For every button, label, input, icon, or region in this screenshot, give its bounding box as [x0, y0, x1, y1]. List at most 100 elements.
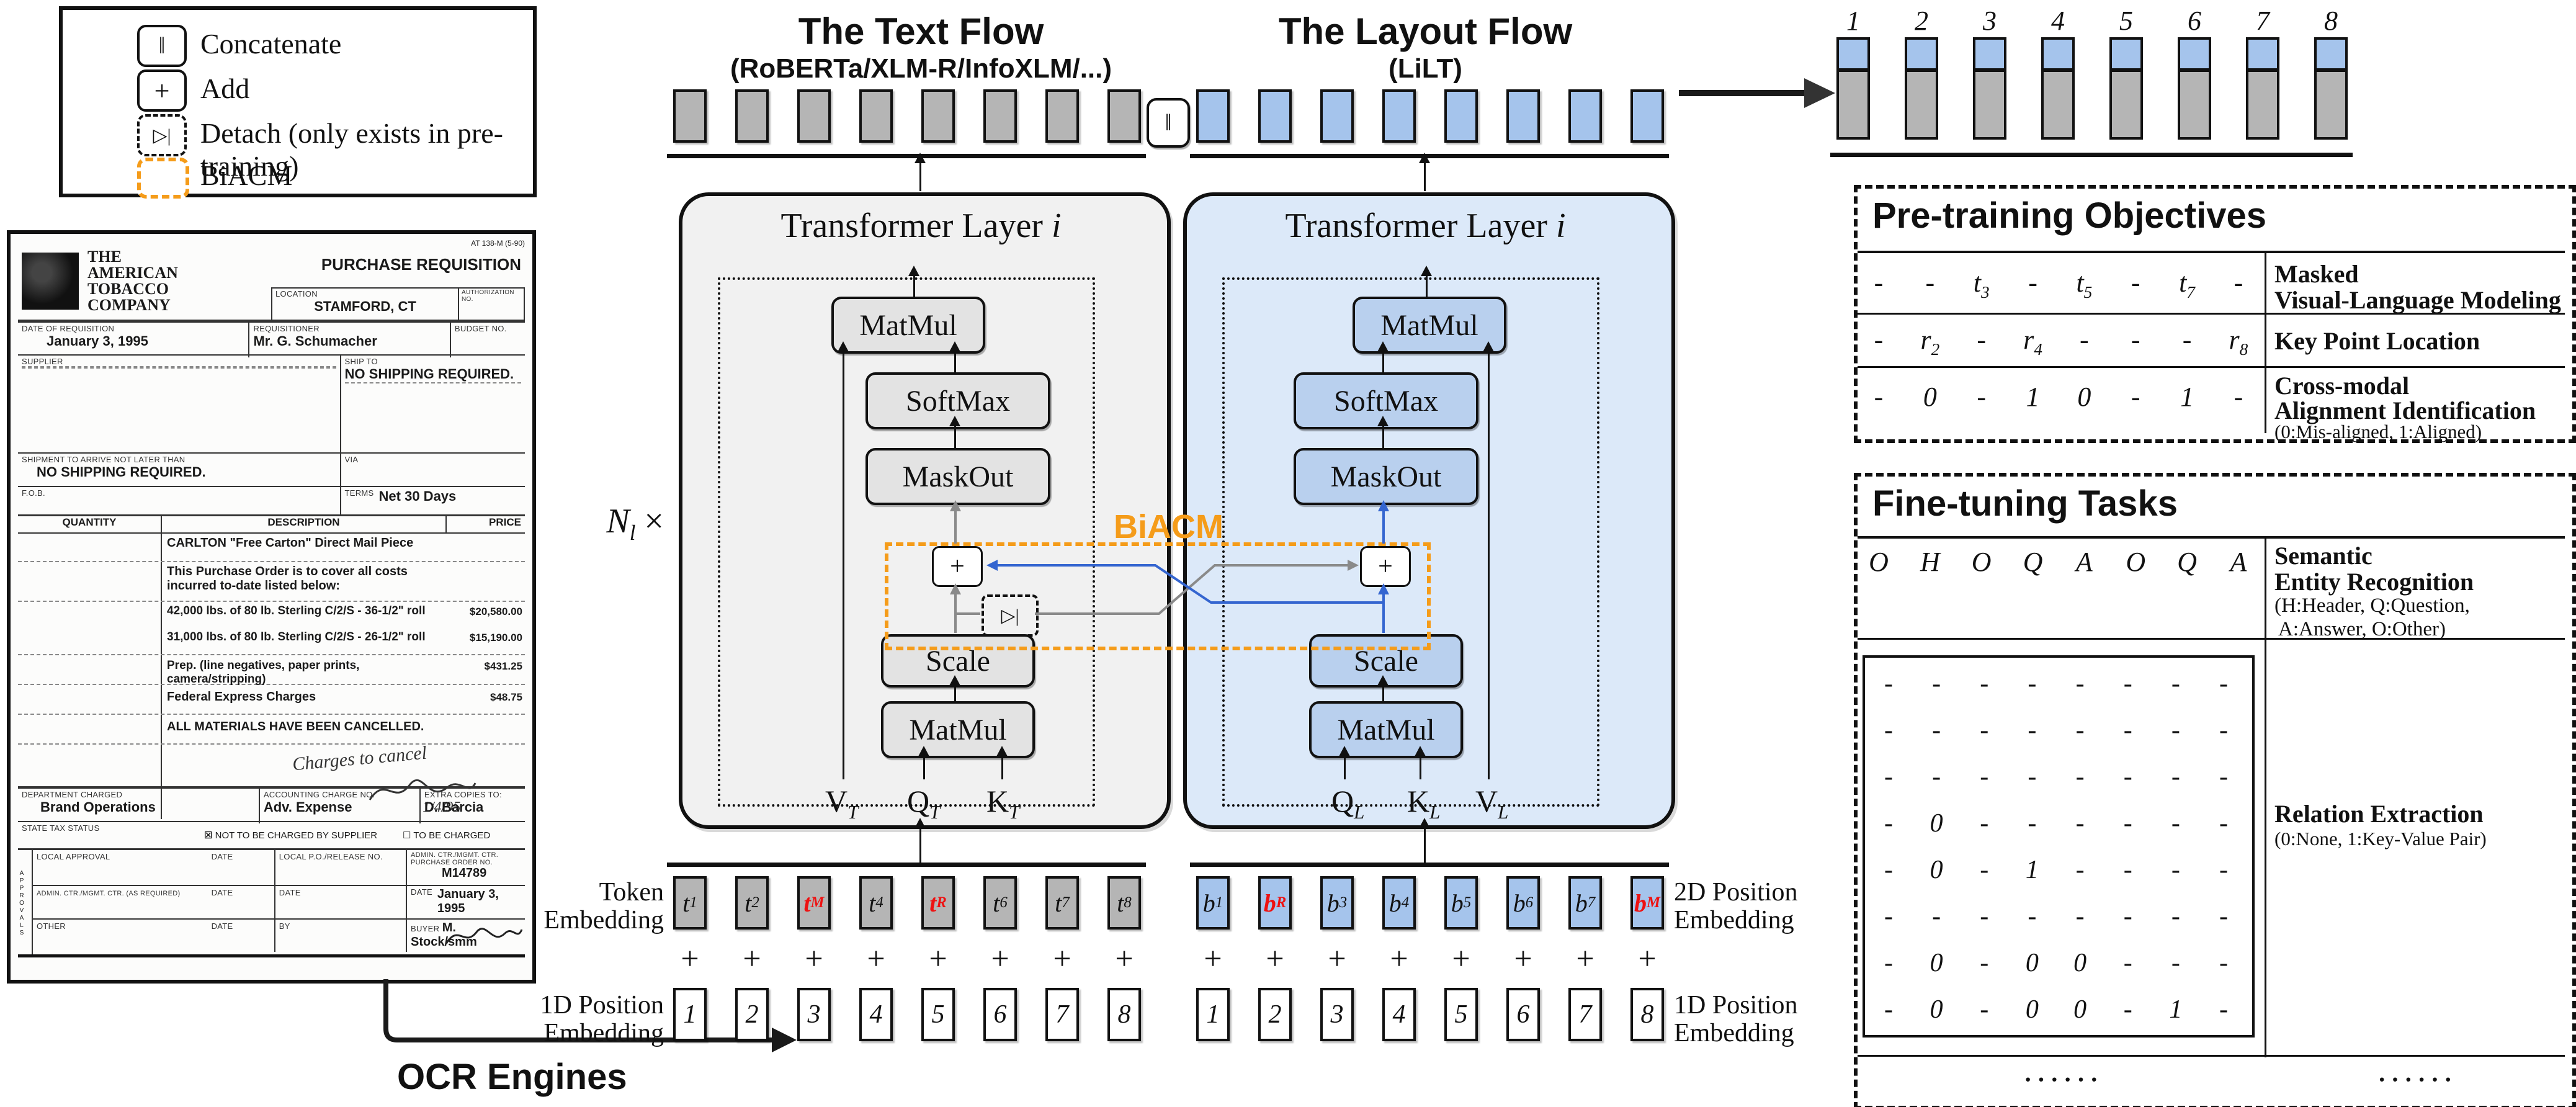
buyer-signature-scribble [445, 928, 523, 944]
relation-matrix-box [1863, 655, 2255, 1038]
matrix-cell: - [1884, 670, 1893, 698]
matrix-cell: - [2028, 902, 2037, 931]
handwriting-date: 1/4/95 [423, 799, 461, 815]
concat-glyph: ‖ [1165, 110, 1172, 136]
text-layer-title: Transformer Layer i [679, 206, 1163, 246]
tax-option-2-label: TO BE CHARGED [413, 830, 491, 841]
q-main: Q [1331, 784, 1354, 818]
divider [2265, 252, 2266, 433]
tax-label: STATE TAX STATUS [22, 823, 100, 833]
acct-value: Adv. Expense [263, 799, 352, 815]
admin-ctr-label: ADMIN. CTR./MGMT. CTR. (AS REQUIRED) [37, 890, 181, 897]
matrix-cell: - [1980, 949, 1989, 977]
matrix-cell: - [2171, 949, 2180, 977]
via-label: VIA [344, 455, 359, 464]
text-flow-subtitle: (RoBERTa/XLM-R/InfoXLM/...) [730, 53, 1112, 84]
output-index: 2 [1915, 6, 1928, 36]
matrix-cell: - [1884, 949, 1893, 977]
ocr-engines-label: OCR Engines [397, 1057, 627, 1097]
plus-sign: + [1328, 941, 1346, 977]
layout-part [1973, 37, 2006, 71]
text-input-arrow [915, 818, 926, 863]
item-row: ALL MATERIALS HAVE BEEN CANCELLED. [18, 715, 525, 745]
kpl-cell: - [1874, 325, 1884, 355]
position-index: 5 [1444, 988, 1478, 1041]
location-label: LOCATION [275, 289, 318, 298]
layout-output-token [1506, 89, 1540, 143]
matrix-cell: - [2028, 716, 2037, 745]
2d-position-label: 2D Position Embedding [1674, 878, 1835, 935]
matrix-cell: - [2171, 902, 2180, 931]
mvlm-cell: - [2131, 267, 2140, 298]
layout-output-token [1630, 89, 1664, 143]
matrix-cell: - [1884, 809, 1893, 838]
items-table: QUANTITY DESCRIPTION PRICE CARLTON "Free… [18, 514, 525, 819]
concat-glyph: ‖ [158, 33, 166, 59]
text-output-token [859, 89, 893, 143]
matrix-cell: - [2075, 716, 2085, 745]
matrix-cell: - [2171, 716, 2180, 745]
legend-label-add: Add [200, 73, 250, 104]
matrix-row: -------- [1875, 762, 2237, 792]
output-index: 7 [2256, 6, 2270, 36]
arrive-value: NO SHIPPING REQUIRED. [37, 464, 206, 480]
shipto-value: NO SHIPPING REQUIRED. [344, 366, 521, 383]
finetuning-title: Fine-tuning Tasks [1872, 483, 2178, 524]
supplier-line [22, 367, 336, 369]
matrix-cell: - [2028, 670, 2037, 698]
text-output-token [673, 89, 707, 143]
position-index: 8 [1107, 988, 1141, 1041]
plus-sign: + [1204, 941, 1222, 977]
ser-note-1: (H:Header, Q:Question, [2274, 594, 2470, 617]
label-line: 1D Position [540, 991, 664, 1020]
text-part [1905, 70, 1938, 140]
ser-cell: A [2230, 547, 2247, 577]
matrix-cell: - [1980, 856, 1989, 884]
layout-flow-subtitle: (LiLT) [1389, 53, 1462, 84]
plus-sign: + [681, 941, 699, 977]
matrix-cell: - [1932, 716, 1941, 745]
ser-cell: O [1971, 547, 1992, 577]
plus-sign: + [991, 941, 1009, 977]
text-softmax-block: SoftMax [865, 372, 1050, 429]
position-index: 7 [1045, 988, 1079, 1041]
text-part [1973, 70, 2006, 140]
ser-note-2: A:Answer, O:Other) [2278, 618, 2446, 640]
biacm-icon [137, 158, 189, 199]
matrix-cell: - [2123, 995, 2132, 1024]
cai-cell: - [2131, 382, 2140, 412]
cai-cell: 0 [2077, 382, 2091, 412]
supplier-row: SUPPLIER SHIP TO NO SHIPPING REQUIRED. [18, 354, 525, 454]
matrix-cell: 1 [2169, 995, 2183, 1024]
quantity-header: QUANTITY [18, 516, 162, 532]
supplier-label: SUPPLIER [22, 357, 63, 366]
layout-attention-dotted-box [1222, 277, 1599, 807]
price-header: PRICE [445, 516, 525, 532]
rule [1858, 536, 2565, 539]
layout-maskout-to-softmax-arrow [1377, 416, 1389, 448]
text-v-label: VT [825, 783, 858, 823]
kpl-cell: - [2131, 325, 2140, 355]
detach-glyph: ▷| [153, 125, 171, 146]
budget-label: BUDGET NO. [454, 324, 507, 333]
plus-sign: + [743, 941, 761, 977]
matrix-cell: - [2028, 763, 2037, 791]
layout-softmax-to-matmul-arrow [1377, 341, 1389, 372]
layout-output-token [1568, 89, 1602, 143]
matrix-cell: 0 [2025, 949, 2039, 977]
cai-label-1: Cross-modal [2274, 372, 2410, 400]
v-main: V [1475, 784, 1498, 818]
matrix-cell: - [2075, 856, 2085, 884]
item-row: CARLTON "Free Carton" Direct Mail Piece [18, 534, 525, 562]
item-row: 42,000 lbs. of 80 lb. Sterling C/2/S - 3… [18, 602, 525, 628]
plus-sign: + [1053, 941, 1071, 977]
v-sub: L [1498, 801, 1509, 823]
output-index: 3 [1983, 6, 1997, 36]
ser-cell: H [1920, 547, 1940, 577]
text-output-token [1107, 89, 1141, 143]
